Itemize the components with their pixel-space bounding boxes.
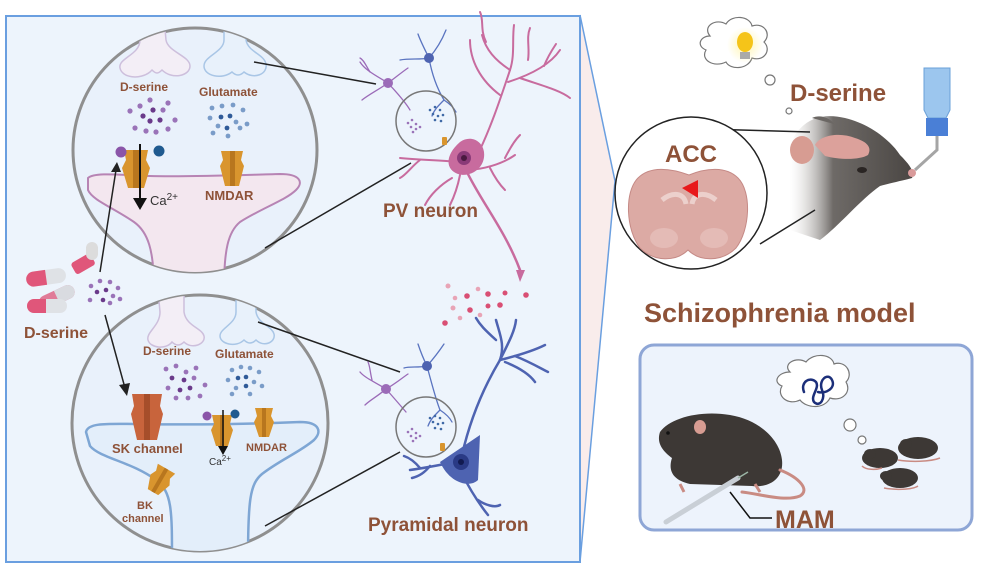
acc-region-marker [682, 180, 698, 198]
mam-label: MAM [775, 506, 835, 534]
presynaptic-terminal-glutamate [219, 295, 275, 346]
dserine-treatment-label: D-serine [790, 80, 886, 107]
nmdar-icon [254, 408, 274, 437]
mam-leader-line [729, 491, 772, 519]
zoom-line [253, 61, 377, 85]
glutamate-label-top: Glutamate [199, 85, 258, 99]
zoom-line [264, 162, 412, 249]
bk-channel-icon [147, 463, 176, 496]
schizophrenia-model-title: Schizophrenia model [644, 298, 916, 328]
nmdar-bound-icon [115, 145, 165, 188]
calcium-label-top: Ca2+ [150, 192, 178, 208]
dserine-label-top: D-serine [120, 80, 168, 94]
top-synapse-zoom: Ca2+ D-serine Glutamate NMDAR [71, 26, 319, 274]
syringe-icon [663, 471, 749, 525]
lightbulb-icon [737, 32, 753, 52]
calcium-label-bottom: Ca2+ [209, 454, 231, 468]
acc-label: ACC [665, 141, 717, 168]
nmdar-label-bottom: NMDAR [246, 442, 287, 454]
offspring-mice-illustration [861, 437, 941, 491]
zoom-line [257, 321, 401, 373]
sk-channel-icon [131, 394, 163, 440]
interneuron-soma [424, 53, 434, 63]
sk-channel-label: SK channel [112, 441, 183, 456]
dserine-label-bottom: D-serine [143, 344, 191, 358]
nmdar-label-top: NMDAR [205, 188, 254, 203]
nmdar-icon [220, 151, 244, 186]
zoom-line [759, 209, 816, 245]
coronal-brain-slice [627, 168, 749, 260]
dserine-molecules [87, 278, 123, 306]
dserine-molecules [406, 118, 422, 134]
bottom-synapse-zoom: Ca2+ D-serine Glutamate SK channel NMDAR… [70, 293, 330, 553]
nmdar-bound-icon [202, 409, 240, 446]
dserine-drug-label: D-serine [24, 325, 88, 342]
mouse-ear [790, 136, 814, 164]
bk-label-line1: BK [137, 500, 153, 512]
pv-axon-terminal [516, 270, 525, 282]
pv-neuron-label: PV neuron [383, 201, 478, 222]
synapse-magnifier-bottom [395, 396, 457, 458]
water-bottle-icon [913, 67, 951, 172]
presynaptic-terminal-glutamate [203, 28, 267, 78]
dna-tangle-icon [801, 375, 835, 406]
interneuron-soma [422, 361, 432, 371]
synapse-magnifier-top [395, 90, 457, 152]
presynaptic-terminal-dserine [147, 295, 205, 348]
presynaptic-terminal-dserine [119, 28, 191, 78]
dserine-to-nmdar-arrow [99, 169, 117, 273]
interneuron-soma [383, 78, 393, 88]
zoom-funnel [579, 14, 616, 563]
thought-bubble-genetic [776, 354, 867, 445]
glutamate-molecules [207, 102, 250, 139]
mouse-tail [740, 468, 806, 500]
dserine-to-sk-arrow [104, 314, 126, 389]
nmdar-mini-icon [442, 137, 447, 145]
dserine-pills-icon [26, 242, 98, 313]
glutamate-molecules [225, 364, 265, 397]
glutamate-label-bottom: Glutamate [215, 347, 274, 361]
pyramidal-neuron-label: Pyramidal neuron [368, 515, 529, 536]
interneuron-soma [381, 384, 391, 394]
dserine-molecules [163, 363, 208, 401]
nmdar-mini-icon [440, 443, 445, 451]
zoom-line [264, 451, 401, 527]
thought-bubble-idea [699, 16, 793, 115]
released-transmitter-dots [442, 283, 529, 326]
pregnant-mouse-illustration [658, 413, 806, 500]
dserine-molecules [406, 427, 422, 443]
dserine-molecules [127, 97, 178, 135]
bk-label-line2: channel [122, 513, 164, 525]
mouse-brain-overlay [815, 134, 870, 159]
glutamate-molecules [428, 414, 445, 431]
glutamate-molecules [428, 105, 445, 123]
mouse-head-illustration [790, 116, 916, 240]
